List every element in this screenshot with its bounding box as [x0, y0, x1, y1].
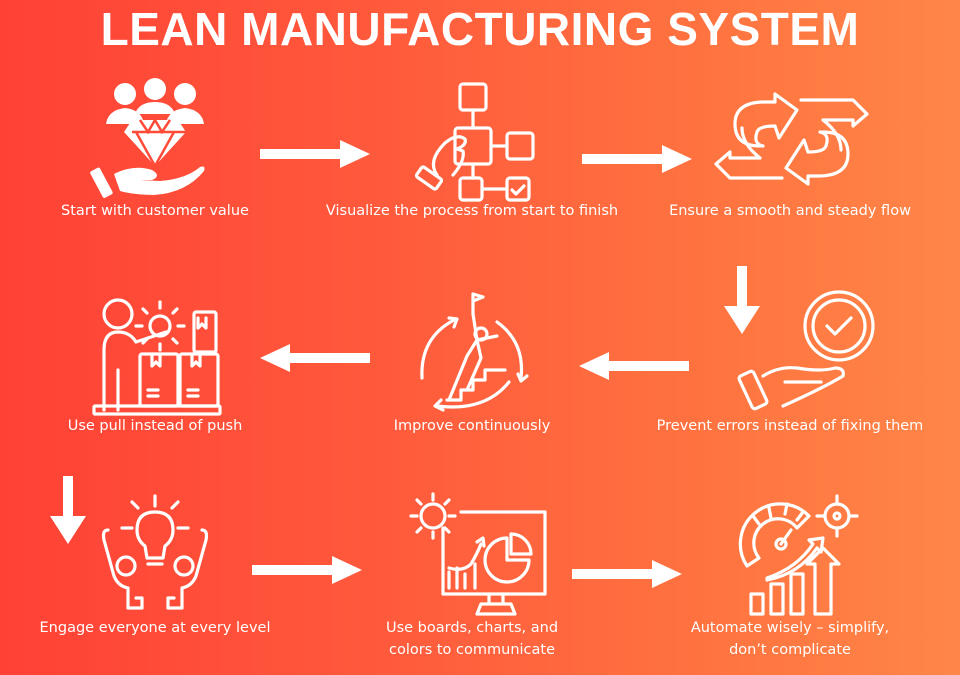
step-label: Use pull instead of push	[67, 418, 243, 434]
continuous-flow-icon	[714, 92, 869, 186]
step-label: Prevent errors instead of fixing them	[656, 418, 924, 434]
step-label: Automate wisely – simplify, don’t compli…	[690, 620, 890, 658]
error-prevention-icon	[737, 290, 875, 411]
arrow-down-icon	[724, 266, 760, 334]
arrow-left-icon	[260, 344, 370, 372]
step-smooth-flow: Ensure a smooth and steady flow	[630, 80, 950, 222]
step-pull-system: Use pull instead of push	[0, 290, 315, 437]
arrow-right-icon	[252, 556, 362, 584]
step-label: Visualize the process from start to fini…	[325, 203, 619, 219]
step-engage-everyone: Engage everyone at every level	[0, 492, 315, 639]
process-flowchart-icon	[414, 82, 535, 202]
pull-system-icon	[92, 298, 222, 416]
step-label: Ensure a smooth and steady flow	[669, 203, 911, 219]
team-engagement-icon	[101, 494, 209, 610]
visual-management-icon	[409, 492, 547, 616]
smart-automation-icon	[738, 494, 859, 616]
step-visual-communication: Use boards, charts, and colors to commun…	[312, 492, 632, 661]
step-label: Improve continuously	[393, 418, 551, 434]
arrow-right-icon	[572, 560, 682, 588]
step-label: Engage everyone at every level	[39, 620, 271, 636]
step-automate-wisely: Automate wisely – simplify, don’t compli…	[630, 492, 950, 661]
continuous-improvement-icon	[420, 292, 529, 412]
page-title: LEAN MANUFACTURING SYSTEM	[100, 3, 860, 55]
step-visualize-process: Visualize the process from start to fini…	[312, 80, 632, 222]
arrow-left-icon	[579, 352, 689, 380]
step-label: Use boards, charts, and colors to commun…	[385, 620, 559, 658]
arrow-right-icon	[260, 140, 370, 168]
step-customer-value: Start with customer value	[0, 78, 315, 222]
customer-value-icon	[90, 78, 205, 198]
step-improve-continuously: Improve continuously	[312, 290, 632, 437]
arrow-down-icon	[50, 476, 86, 544]
step-label: Start with customer value	[61, 203, 249, 219]
step-prevent-errors: Prevent errors instead of fixing them	[630, 290, 950, 437]
arrow-right-icon	[582, 145, 692, 173]
